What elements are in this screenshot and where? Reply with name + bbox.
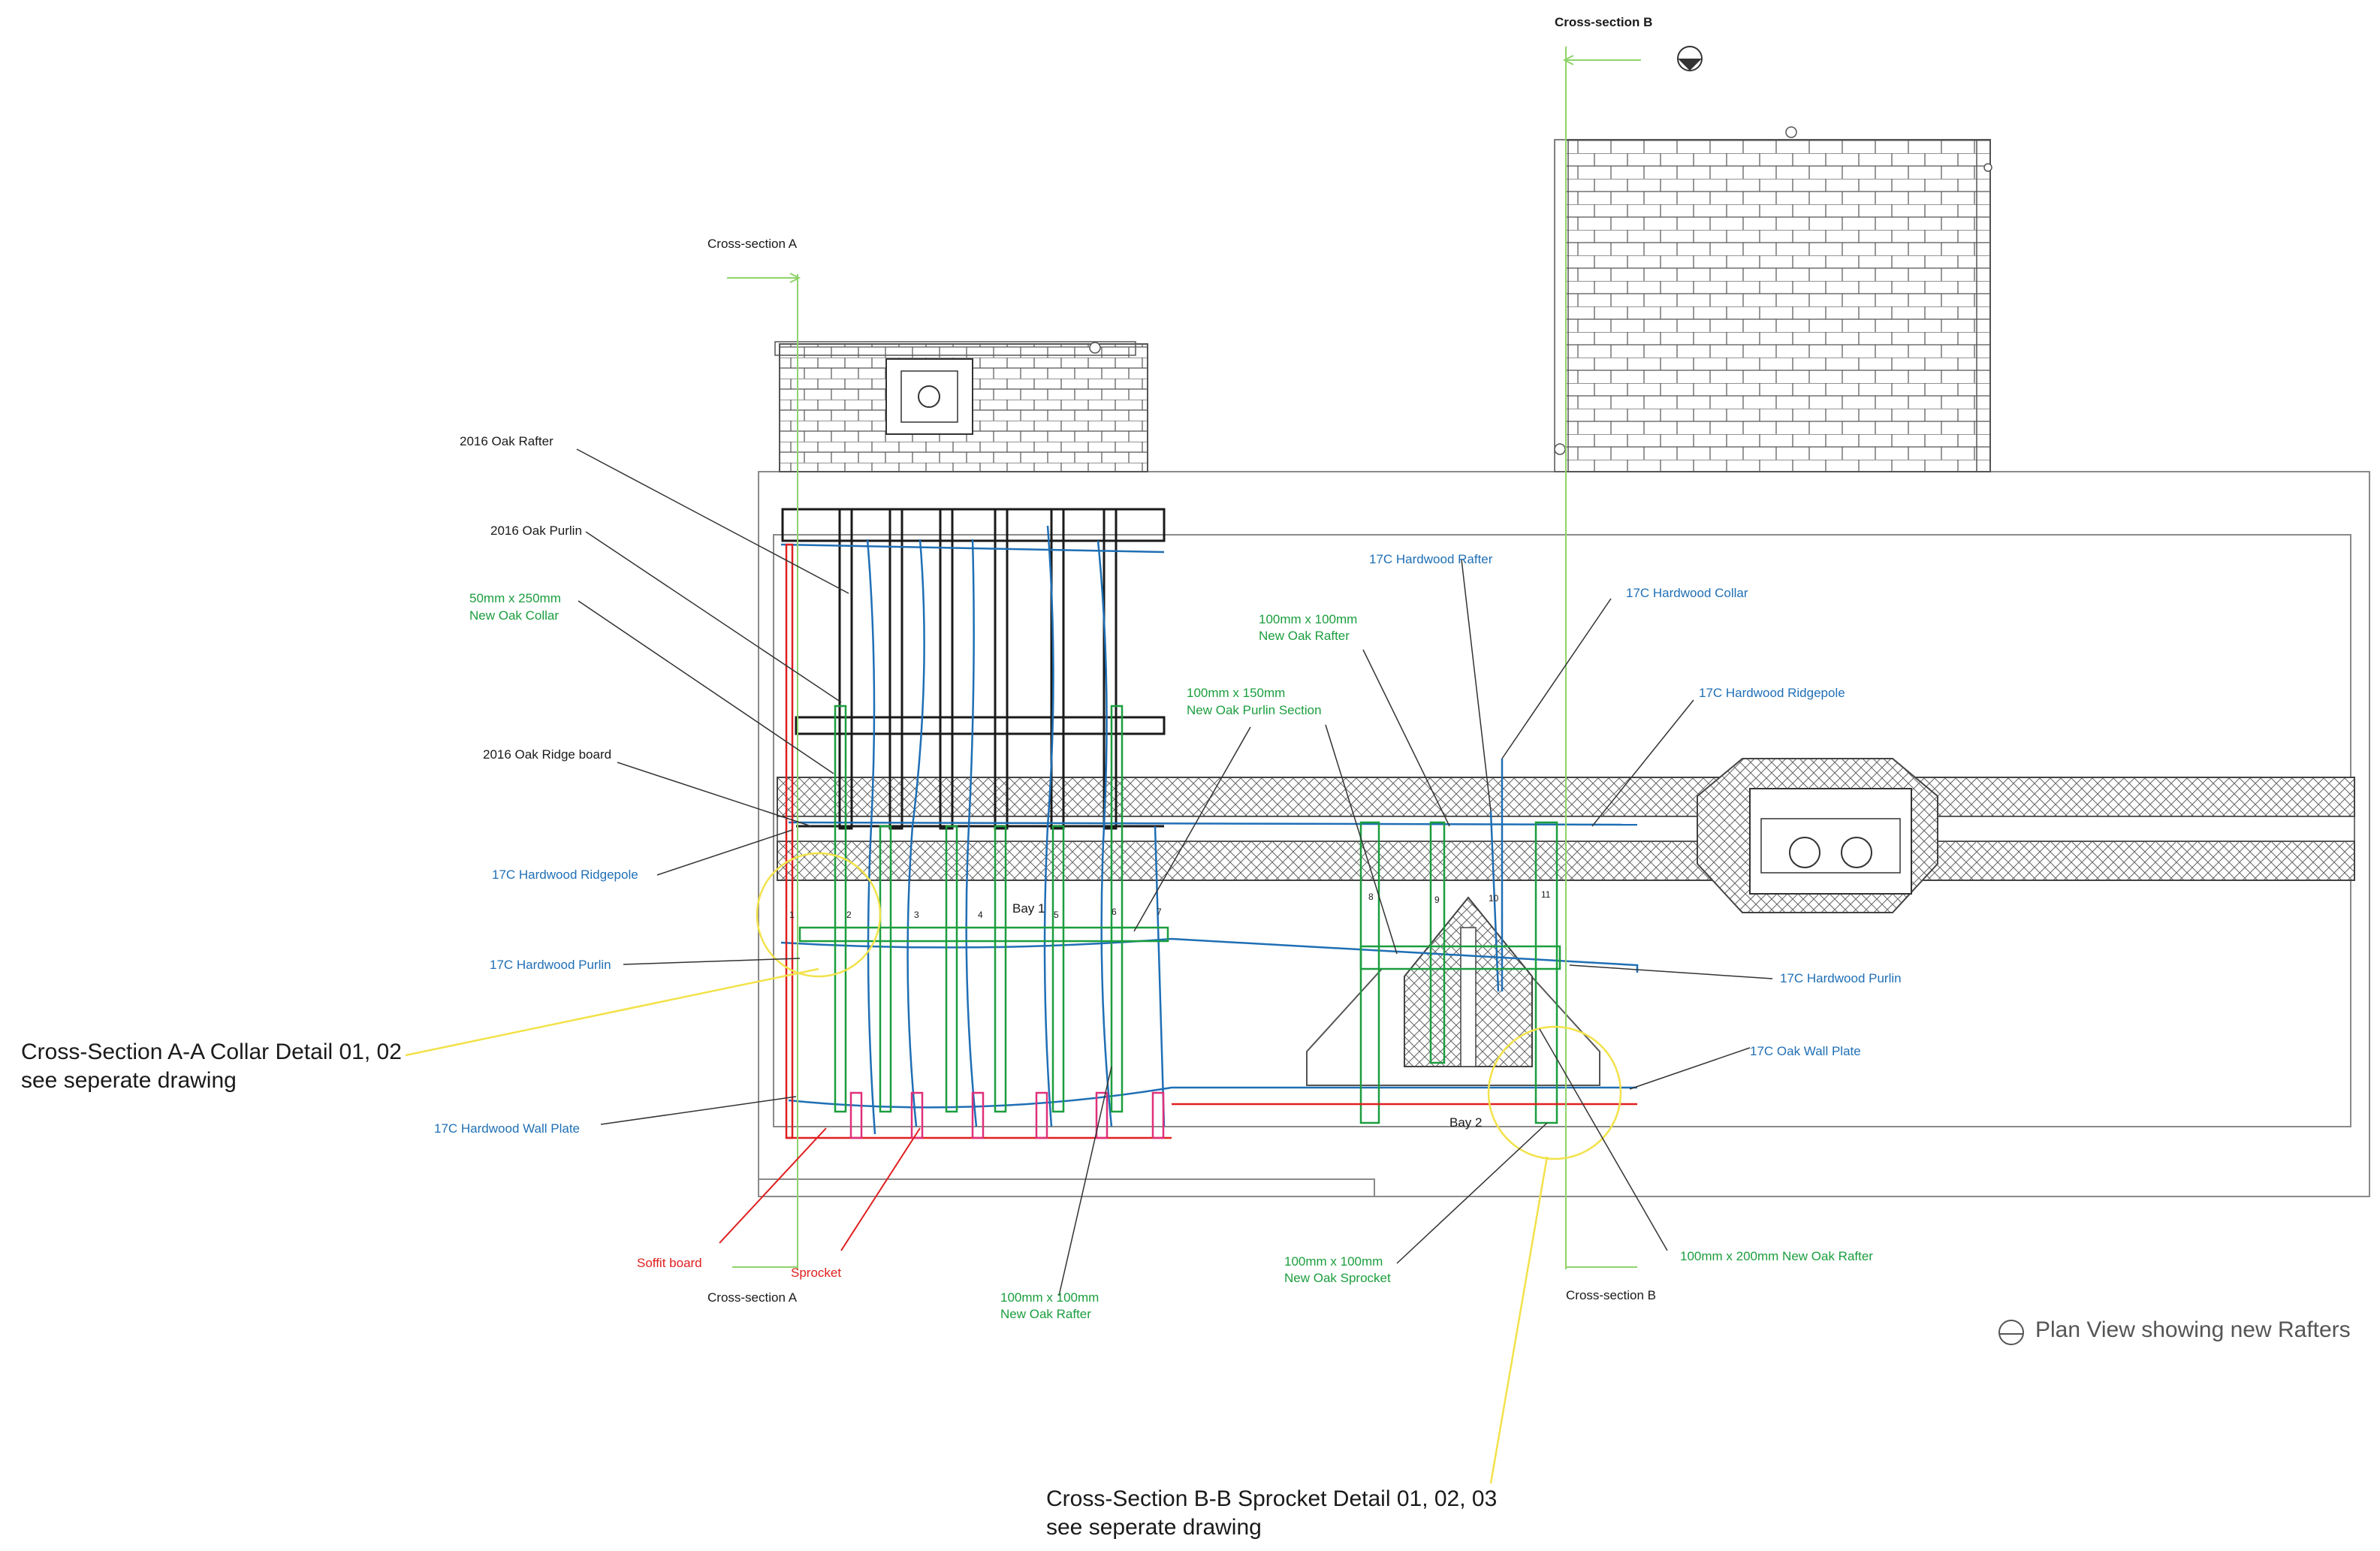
- label-hardwood-rafter: 17C Hardwood Rafter: [1369, 552, 1493, 566]
- label-ridgepole-right: 17C Hardwood Ridgepole: [1699, 686, 1845, 700]
- rafter-number-10: 10: [1489, 893, 1499, 904]
- section-lines: [727, 47, 1641, 1269]
- rafter-number-3: 3: [914, 910, 919, 920]
- label-bay-2: Bay 2: [1449, 1115, 1482, 1130]
- label-upper-new-oak-rafter-2: New Oak Rafter: [1259, 629, 1350, 643]
- cross-section-b-top: Cross-section B: [1555, 15, 1652, 29]
- label-purlin-right: 17C Hardwood Purlin: [1780, 971, 1902, 985]
- right-roof-tiles: [1554, 126, 1992, 472]
- view-title: Plan View showing new Rafters: [2035, 1317, 2351, 1342]
- rafter-number-4: 4: [978, 910, 983, 920]
- label-purlin-section-1: 100mm x 150mm: [1187, 686, 1285, 700]
- red-leader-lines: [719, 1127, 921, 1251]
- sprocket-marks: [849, 1091, 1165, 1139]
- oak-2016-frame: [781, 508, 1166, 830]
- bay2-gable: [1306, 896, 1600, 1086]
- label-new-oak-sprocket-2: New Oak Sprocket: [1284, 1271, 1391, 1285]
- label-sprocket: Sprocket: [791, 1266, 841, 1280]
- label-new-oak-collar-2: New Oak Collar: [469, 608, 559, 623]
- rafter-number-6: 6: [1112, 907, 1117, 917]
- cross-section-b-bottom: Cross-section B: [1566, 1288, 1656, 1302]
- rafter-number-7: 7: [1157, 907, 1162, 917]
- plan-view-marker: [1998, 1320, 2024, 1345]
- left-roof-tiles: [774, 341, 1148, 472]
- cross-section-a-top: Cross-section A: [707, 237, 798, 251]
- leader-lines: [576, 448, 1773, 1296]
- label-2016-oak-ridge-board: 2016 Oak Ridge board: [483, 747, 611, 762]
- section-b-marker: [1677, 46, 1703, 71]
- detail-a-callout-line1: Cross-Section A-A Collar Detail 01, 02: [21, 1040, 402, 1064]
- label-2016-oak-purlin: 2016 Oak Purlin: [490, 524, 582, 538]
- rafter-number-9: 9: [1434, 895, 1440, 905]
- label-new-oak-rafter-100-2: New Oak Rafter: [1000, 1307, 1091, 1321]
- rafter-number-1: 1: [789, 910, 795, 920]
- detail-b-callout-line2: see seperate drawing: [1046, 1515, 1262, 1540]
- rafter-number-2: 2: [846, 910, 852, 920]
- rafter-number-5: 5: [1054, 910, 1059, 920]
- detail-a-callout-line2: see seperate drawing: [21, 1068, 237, 1093]
- label-new-oak-collar-1: 50mm x 250mm: [469, 591, 561, 605]
- detail-b-callout-line1: Cross-Section B-B Sprocket Detail 01, 02…: [1046, 1486, 1497, 1511]
- label-hardwood-collar: 17C Hardwood Collar: [1626, 586, 1748, 600]
- label-soffit-board: Soffit board: [637, 1256, 702, 1270]
- label-2016-oak-rafter: 2016 Oak Rafter: [460, 434, 554, 448]
- rafter-number-8: 8: [1368, 892, 1374, 902]
- label-upper-new-oak-rafter-1: 100mm x 100mm: [1259, 612, 1357, 626]
- label-new-oak-rafter-100-1: 100mm x 100mm: [1000, 1290, 1099, 1305]
- label-wall-plate-left: 17C Hardwood Wall Plate: [434, 1121, 580, 1136]
- cross-section-a-bottom: Cross-section A: [707, 1290, 798, 1305]
- detail-circles: [405, 852, 1622, 1484]
- label-ridgepole-left: 17C Hardwood Ridgepole: [492, 868, 638, 882]
- label-purlin-section-2: New Oak Purlin Section: [1187, 703, 1322, 717]
- label-bay-1: Bay 1: [1012, 901, 1045, 916]
- label-oak-wall-plate: 17C Oak Wall Plate: [1750, 1044, 1861, 1058]
- label-purlin-left: 17C Hardwood Purlin: [490, 958, 611, 972]
- label-new-oak-sprocket-1: 100mm x 100mm: [1284, 1254, 1383, 1269]
- label-new-oak-rafter-200: 100mm x 200mm New Oak Rafter: [1680, 1249, 1873, 1263]
- rafter-number-11: 11: [1541, 889, 1551, 900]
